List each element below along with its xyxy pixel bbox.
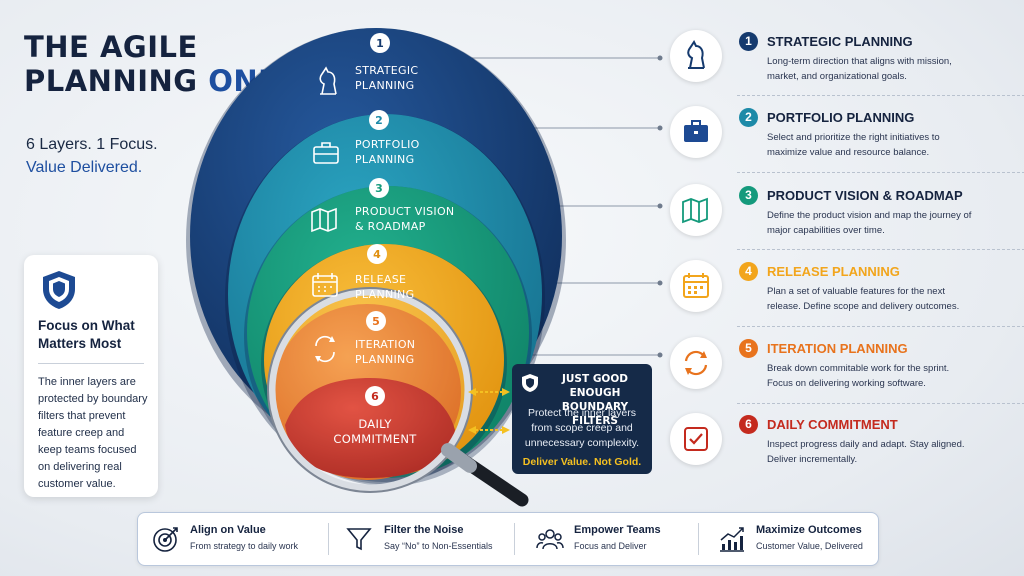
chess-knight-icon [687, 40, 705, 69]
legend-title-1: STRATEGIC PLANNING [767, 34, 913, 49]
legend-number-3: 3 [739, 186, 758, 205]
legend-title-5: ITERATION PLANNING [767, 341, 908, 356]
layer-3-number: 3 [375, 182, 383, 195]
principle-empower-title: Empower Teams [574, 524, 661, 536]
legend-desc-3: Define the product vision and map the jo… [767, 210, 972, 236]
calendar-icon [683, 273, 709, 298]
principle-filter-sub: Say “No” to Non-Essentials [384, 541, 493, 551]
principle-maximize-sub: Customer Value, Delivered [756, 541, 863, 551]
legend-number-4: 4 [739, 262, 758, 281]
growth-chart-icon [720, 527, 744, 552]
legend-separator [737, 172, 1024, 173]
principle-align-title: Align on Value [190, 524, 266, 536]
boundary-title: JUST GOOD ENOUGH BOUNDARY FILTERS [561, 373, 629, 427]
legend-number-5: 5 [739, 339, 758, 358]
layer-6-number: 6 [371, 390, 379, 403]
focus-card-body: The inner layers are protected by bounda… [38, 376, 148, 490]
legend-item-1: 1 STRATEGIC PLANNING Long-term direction… [670, 30, 1020, 100]
cycle-icon [315, 335, 335, 363]
checkbox-icon [684, 427, 708, 451]
boundary-body: Protect the inner layers from scope cree… [524, 407, 640, 449]
shield-icon [43, 271, 75, 309]
subtitle: 6 Layers. 1 Focus. Value Delivered. [26, 133, 158, 179]
legend-number-2: 2 [739, 108, 758, 127]
principle-filter-title: Filter the Noise [384, 524, 464, 536]
layer-4-number: 4 [373, 248, 381, 261]
legend-item-4: 4 RELEASE PLANNING Plan a set of valuabl… [670, 260, 1020, 330]
boundary-filters-box: JUST GOOD ENOUGH BOUNDARY FILTERS Protec… [512, 364, 652, 474]
layer-6-daily [285, 378, 455, 478]
principle-empower-sub: Focus and Deliver [574, 541, 647, 551]
layer-5-number: 5 [372, 315, 380, 328]
legend-title-4: RELEASE PLANNING [767, 264, 900, 279]
legend-separator [737, 95, 1024, 96]
legend-title-2: PORTFOLIO PLANNING [767, 110, 915, 125]
principle-empower: Empower Teams Focus and Deliver [536, 513, 696, 565]
boundary-highlight: Deliver Value. Not Gold. [522, 456, 642, 468]
layer-1-number: 1 [376, 37, 384, 50]
briefcase-icon [313, 146, 339, 164]
briefcase-icon [684, 120, 708, 142]
focus-card-title: Focus on What Matters Most [38, 318, 135, 351]
principles-bar: Align on Value From strategy to daily wo… [137, 512, 879, 566]
legend-desc-2: Select and prioritize the right initiati… [767, 132, 940, 158]
shield-icon [522, 374, 538, 392]
legend-title-3: PRODUCT VISION & ROADMAP [767, 188, 963, 203]
legend-desc-4: Plan a set of valuable features for the … [767, 286, 960, 312]
legend-item-6: 6 DAILY COMMITMENT Inspect progress dail… [670, 413, 1020, 483]
principle-maximize-title: Maximize Outcomes [756, 524, 862, 536]
legend-desc-5: Break down commitable work for the sprin… [767, 363, 950, 389]
title-line-2a: PLANNING [24, 64, 198, 98]
calendar-icon [312, 275, 338, 297]
legend-title-6: DAILY COMMITMENT [767, 417, 898, 432]
legend-item-5: 5 ITERATION PLANNING Break down commitab… [670, 337, 1020, 407]
principle-maximize: Maximize Outcomes Customer Value, Delive… [718, 513, 876, 565]
subtitle-line-2: Value Delivered. [26, 159, 143, 176]
legend-number-1: 1 [739, 32, 758, 51]
focus-card-divider [38, 363, 144, 364]
layer-3-label: PRODUCT VISION& ROADMAP [355, 205, 455, 233]
legend-separator [737, 249, 1024, 250]
legend-number-6: 6 [739, 415, 758, 434]
funnel-icon [346, 528, 372, 551]
cycle-icon [684, 350, 708, 376]
chess-knight-icon [319, 66, 337, 95]
roadmap-icon [682, 197, 708, 224]
legend-separator [737, 403, 1024, 404]
principle-align: Align on Value From strategy to daily wo… [152, 513, 322, 565]
title-line-1: THE AGILE [24, 30, 198, 64]
roadmap-icon [311, 207, 337, 233]
legend-desc-1: Long-term direction that aligns with mis… [767, 56, 952, 82]
legend-item-2: 2 PORTFOLIO PLANNING Select and prioriti… [670, 106, 1020, 176]
layer-2-number: 2 [375, 114, 383, 127]
target-icon [153, 527, 178, 552]
team-icon [536, 529, 564, 550]
legend-separator [737, 326, 1024, 327]
focus-card: Focus on What Matters Most The inner lay… [24, 255, 158, 497]
principle-filter: Filter the Noise Say “No” to Non-Essenti… [338, 513, 508, 565]
principle-align-sub: From strategy to daily work [190, 541, 299, 551]
legend-item-3: 3 PRODUCT VISION & ROADMAP Define the pr… [670, 184, 1020, 254]
subtitle-line-1: 6 Layers. 1 Focus. [26, 136, 158, 153]
legend-desc-6: Inspect progress daily and adapt. Stay a… [767, 439, 965, 465]
